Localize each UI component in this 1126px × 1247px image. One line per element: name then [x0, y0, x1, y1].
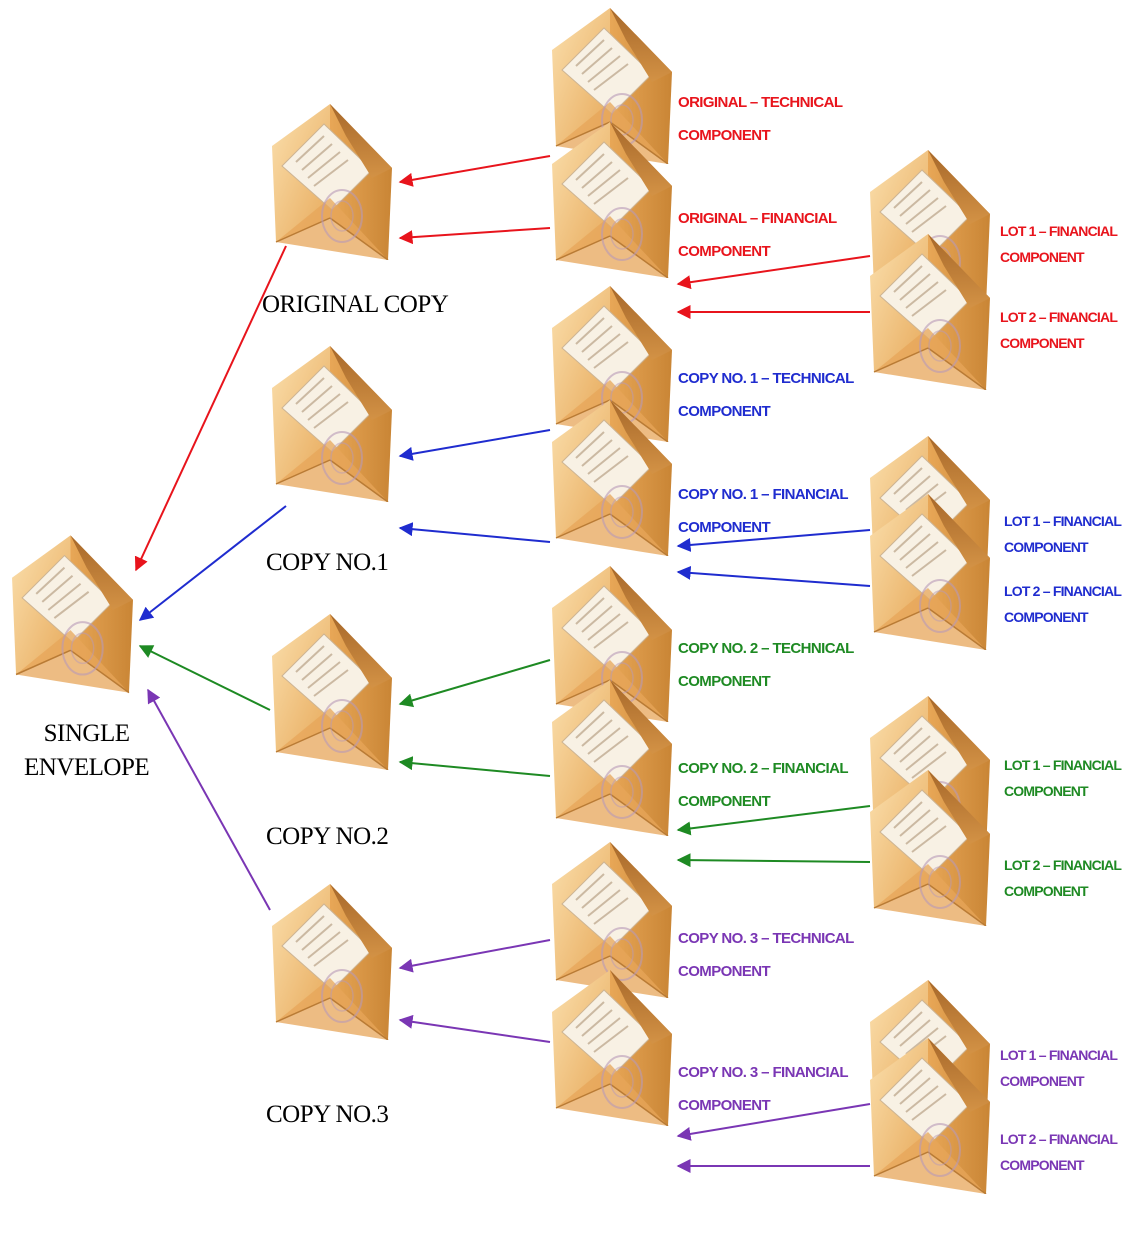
copy1-financial-envelope-icon [548, 396, 672, 556]
copy2-financial-label-line2: COMPONENT [678, 793, 771, 810]
original-lot2-label: LOT 2 – FINANCIAL COMPONENT [1000, 304, 1118, 356]
arrow-c1-lot2-to-fin [676, 565, 871, 587]
copy1-technical-label-line1: COPY NO. 1 – TECHNICAL [678, 370, 854, 387]
original-technical-label-line1: ORIGINAL – TECHNICAL [678, 94, 843, 111]
arrow-c2-lot2-to-fin [676, 853, 871, 868]
copy2-financial-envelope-icon [548, 676, 672, 836]
copy1-lot2-label-line2: COMPONENT [1004, 609, 1089, 625]
arrow-c2-fin-to-copy2 [398, 756, 551, 777]
arrow-copy3-to-single [147, 688, 271, 911]
copy2-lot1-label: LOT 1 – FINANCIAL COMPONENT [1004, 752, 1122, 804]
copy3-financial-envelope-icon [548, 966, 672, 1126]
copy-no1-envelope-icon [268, 342, 392, 502]
copy1-financial-label-line2: COMPONENT [678, 519, 771, 536]
copy1-lot2-label-line1: LOT 2 – FINANCIAL [1004, 583, 1122, 599]
original-financial-label-line2: COMPONENT [678, 243, 771, 260]
original-lot1-label: LOT 1 – FINANCIAL COMPONENT [1000, 218, 1118, 270]
original-financial-envelope-icon [548, 118, 672, 278]
arrow-copy1-to-single [138, 505, 287, 621]
copy2-lot1-label-line1: LOT 1 – FINANCIAL [1004, 757, 1122, 773]
copy2-lot2-envelope-icon [866, 766, 990, 926]
single-envelope-label-line2: ENVELOPE [24, 754, 150, 781]
arrow-c2-tech-to-copy2 [398, 659, 551, 708]
arrow-c1-fin-to-copy1 [398, 522, 551, 543]
copy3-technical-label-line2: COMPONENT [678, 963, 771, 980]
copy3-lot2-label: LOT 2 – FINANCIAL COMPONENT [1000, 1126, 1118, 1178]
copy2-lot2-label-line1: LOT 2 – FINANCIAL [1004, 857, 1122, 873]
original-technical-label-line2: COMPONENT [678, 127, 771, 144]
copy3-lot1-label-line2: COMPONENT [1000, 1073, 1085, 1089]
arrow-orig-tech-to-original [398, 155, 551, 187]
original-lot2-label-line1: LOT 2 – FINANCIAL [1000, 309, 1118, 325]
copy1-lot2-label: LOT 2 – FINANCIAL COMPONENT [1004, 578, 1122, 630]
original-lot1-label-line1: LOT 1 – FINANCIAL [1000, 223, 1118, 239]
copy-no1-label: COPY NO.1 [266, 549, 389, 576]
copy2-lot1-label-line2: COMPONENT [1004, 783, 1089, 799]
copy1-financial-label: COPY NO. 1 – FINANCIAL COMPONENT [678, 478, 848, 544]
original-lot2-envelope-icon [866, 230, 990, 390]
original-financial-label-line1: ORIGINAL – FINANCIAL [678, 210, 837, 227]
arrow-copy2-to-single [138, 645, 271, 711]
arrow-c3-fin-to-copy3 [398, 1014, 551, 1043]
original-financial-label: ORIGINAL – FINANCIAL COMPONENT [678, 202, 837, 268]
copy2-technical-label: COPY NO. 2 – TECHNICAL COMPONENT [678, 632, 854, 698]
original-lot1-label-line2: COMPONENT [1000, 249, 1085, 265]
copy1-lot1-label-line1: LOT 1 – FINANCIAL [1004, 513, 1122, 529]
original-copy-label: ORIGINAL COPY [262, 291, 449, 318]
copy2-technical-label-line1: COPY NO. 2 – TECHNICAL [678, 640, 854, 657]
copy3-financial-label-line2: COMPONENT [678, 1097, 771, 1114]
arrow-orig-fin-to-original [398, 227, 551, 245]
copy2-lot2-label-line2: COMPONENT [1004, 883, 1089, 899]
copy3-technical-label: COPY NO. 3 – TECHNICAL COMPONENT [678, 922, 854, 988]
copy3-lot1-label: LOT 1 – FINANCIAL COMPONENT [1000, 1042, 1118, 1094]
copy3-financial-label: COPY NO. 3 – FINANCIAL COMPONENT [678, 1056, 848, 1122]
single-envelope-icon [8, 505, 133, 719]
copy1-financial-label-line1: COPY NO. 1 – FINANCIAL [678, 486, 848, 503]
copy-no2-label: COPY NO.2 [266, 823, 389, 850]
copy1-lot1-label: LOT 1 – FINANCIAL COMPONENT [1004, 508, 1122, 560]
copy3-lot2-envelope-icon [866, 1034, 990, 1194]
copy1-technical-label: COPY NO. 1 – TECHNICAL COMPONENT [678, 362, 854, 428]
copy2-lot2-label: LOT 2 – FINANCIAL COMPONENT [1004, 852, 1122, 904]
copy3-financial-label-line1: COPY NO. 3 – FINANCIAL [678, 1064, 848, 1081]
original-lot2-label-line2: COMPONENT [1000, 335, 1085, 351]
copy-no2-envelope-icon [268, 610, 392, 770]
arrow-c3-tech-to-copy3 [398, 939, 551, 973]
arrow-c1-tech-to-copy1 [398, 429, 551, 461]
copy1-lot2-envelope-icon [866, 490, 990, 650]
copy3-lot1-label-line1: LOT 1 – FINANCIAL [1000, 1047, 1118, 1063]
copy2-technical-label-line2: COMPONENT [678, 673, 771, 690]
copy-no3-envelope-icon [268, 880, 392, 1040]
copy3-technical-label-line1: COPY NO. 3 – TECHNICAL [678, 930, 854, 947]
original-technical-label: ORIGINAL – TECHNICAL COMPONENT [678, 86, 843, 152]
single-envelope-label-line1: SINGLE [43, 720, 130, 747]
copy1-technical-label-line2: COMPONENT [678, 403, 771, 420]
copy3-lot2-label-line1: LOT 2 – FINANCIAL [1000, 1131, 1118, 1147]
copy1-lot1-label-line2: COMPONENT [1004, 539, 1089, 555]
copy-no3-label: COPY NO.3 [266, 1101, 389, 1128]
copy2-financial-label-line1: COPY NO. 2 – FINANCIAL [678, 760, 848, 777]
copy3-lot2-label-line2: COMPONENT [1000, 1157, 1085, 1173]
copy2-financial-label: COPY NO. 2 – FINANCIAL COMPONENT [678, 752, 848, 818]
single-envelope-label: SINGLE ENVELOPE [24, 717, 150, 785]
original-copy-envelope-icon [268, 100, 392, 260]
